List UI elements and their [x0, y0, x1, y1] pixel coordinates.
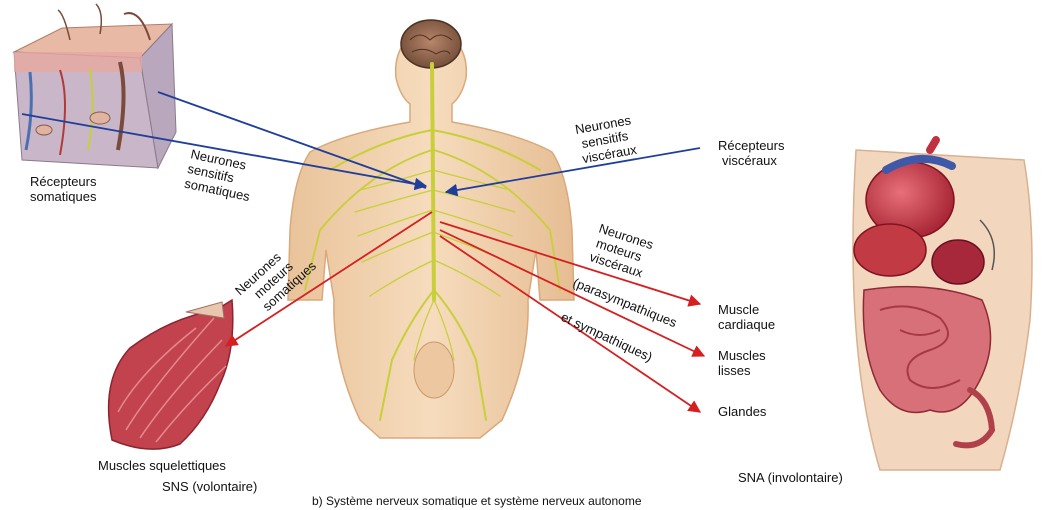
label-sns: SNS (volontaire) [162, 479, 257, 494]
diagram-caption: b) Système nerveux somatique et système … [312, 494, 642, 508]
label-neurones-sensitifs-visceraux: Neurones sensitifs viscéraux [574, 112, 641, 167]
brain [401, 20, 461, 68]
label-sna: SNA (involontaire) [738, 470, 843, 485]
label-muscles-squelettiques: Muscles squelettiques [98, 458, 226, 473]
visceral-organs [853, 140, 1032, 470]
label-muscles-lisses: Muscles lisses [718, 348, 769, 378]
label-recepteurs-visceraux: Récepteurs viscéraux [718, 138, 788, 168]
label-glandes: Glandes [718, 404, 767, 419]
label-recepteurs-somatiques: Récepteurs somatiques [30, 174, 100, 204]
label-et-sympathiques: et sympathiques) [559, 309, 655, 364]
label-muscle-cardiaque: Muscle cardiaque [718, 302, 775, 332]
skeletal-muscle [109, 300, 233, 449]
skin-receptor-block [14, 4, 176, 168]
